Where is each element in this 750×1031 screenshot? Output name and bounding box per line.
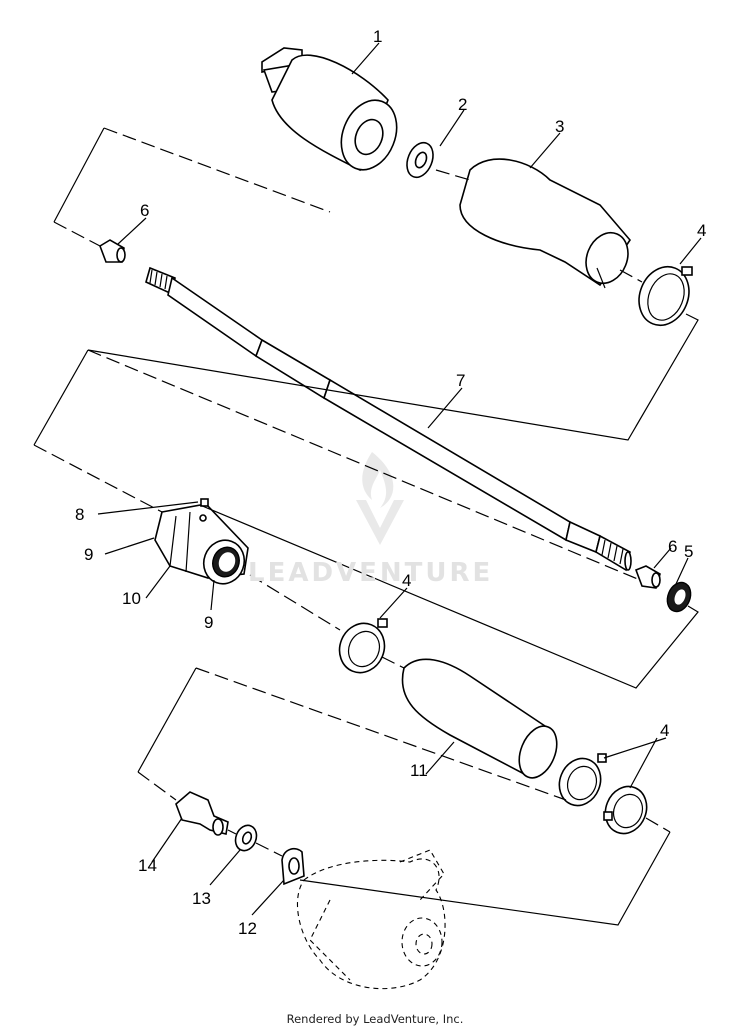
part-2-washer — [406, 141, 434, 179]
callout-8: 8 — [75, 505, 84, 524]
callout-4a: 4 — [697, 221, 706, 240]
callout-9b: 9 — [204, 613, 213, 632]
part-6-bushing-top — [99, 239, 126, 263]
callouts: 1 2 3 4 6 7 8 9 10 9 6 5 4 11 4 14 13 12 — [75, 27, 706, 938]
callout-3: 3 — [555, 117, 564, 136]
callout-6b: 6 — [668, 537, 677, 556]
part-6-bushing-low — [634, 565, 661, 589]
leader-lines — [97, 42, 702, 916]
callout-5: 5 — [684, 542, 693, 561]
part-7-shaft — [145, 266, 632, 572]
part-4-clamp-mid — [338, 618, 388, 674]
callout-2: 2 — [458, 95, 467, 114]
callout-10: 10 — [122, 589, 141, 608]
part-4-clamp-low-a — [558, 753, 607, 807]
callout-7: 7 — [456, 371, 465, 390]
callout-13: 13 — [192, 889, 211, 908]
callout-11: 11 — [410, 761, 428, 780]
part-11-tube — [401, 658, 558, 779]
callout-4b: 4 — [402, 571, 411, 590]
part-8-set-screw — [199, 498, 209, 522]
part-10-hub — [154, 503, 249, 585]
part-5-seal — [666, 581, 692, 613]
part-3-boot — [459, 158, 632, 289]
outline-lines — [33, 127, 699, 926]
callout-9a: 9 — [84, 545, 93, 564]
part-12-bracket — [281, 847, 305, 886]
callout-6a: 6 — [140, 201, 149, 220]
part-13-washer — [234, 824, 258, 852]
part-14-fitting — [175, 791, 229, 836]
fan-ghost — [296, 849, 446, 990]
watermark-logo — [356, 452, 404, 545]
part-1-coupler — [261, 47, 398, 172]
callout-4c: 4 — [660, 721, 669, 740]
part-4-clamp-top — [638, 265, 693, 327]
callout-1: 1 — [373, 27, 382, 46]
watermark-text: LEADVENTURE — [248, 558, 494, 588]
footer-credit: Rendered by LeadVenture, Inc. — [286, 1012, 464, 1026]
callout-12: 12 — [238, 919, 257, 938]
callout-14: 14 — [138, 856, 157, 875]
part-4-clamp-low-b — [603, 785, 648, 835]
